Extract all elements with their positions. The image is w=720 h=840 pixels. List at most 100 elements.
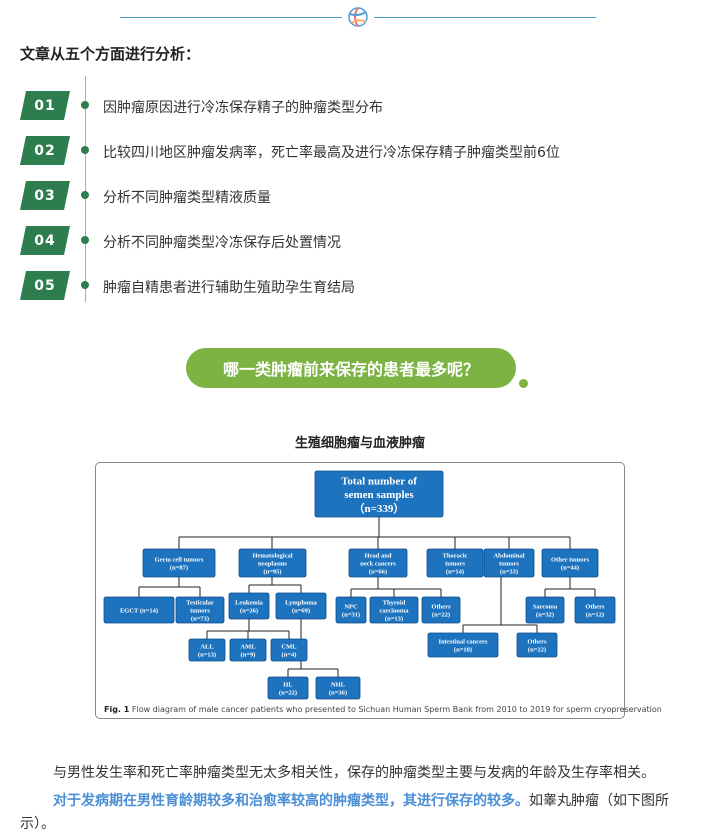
flow-node-label: Sarcoma [533,603,558,610]
flow-node-label: Hematological [252,552,292,559]
flow-node-label: NPC [344,603,358,610]
flow-node-box [270,638,308,662]
flow-node-label: (n=73) [191,616,209,623]
flow-node-othertumors: Other tumors(n=44) [541,548,599,578]
flow-node-label: (n=13) [385,616,403,623]
flow-node-intestinal: Intestinal cancers (n=18) [427,632,499,658]
flow-node-label: tumors [190,607,210,614]
flow-node-label: HL [283,681,293,688]
flow-node-label: neoplasms [258,560,287,567]
flow-node-box [103,596,175,624]
flow-node-box [541,548,599,578]
figure-caption-text: Flow diagram of male cancer patients who… [129,705,662,714]
timeline-dot [81,101,89,109]
flow-node-label: AML [240,643,256,650]
flow-node-label: (n=36) [329,690,347,697]
flow-node-nhl: NHL (n=36) [315,676,361,700]
flow-node-label: (n=69) [292,608,310,615]
flow-node-box [574,596,616,624]
flow-node-label: (n=18) [454,647,472,654]
flow-node-label: NHL [331,681,346,688]
flow-node-label: neck cancers [360,560,396,567]
analysis-item-text: 分析不同肿瘤类型冷冻保存后处置情况 [103,235,341,251]
flow-node-box [335,596,367,624]
flow-node-label: (n=33) [500,569,518,576]
flow-node-box [229,638,267,662]
flow-node-box [314,470,444,518]
section-heading: 文章从五个方面进行分析： [20,45,201,63]
timeline-dot [81,236,89,244]
flow-node-label: carcinoma [379,607,409,614]
flow-node-box [175,596,225,624]
flow-node-label: (n=22) [528,647,546,654]
flow-node-box [267,676,309,700]
flow-node-label: (n=14) [446,569,464,576]
flow-node-label: Thyroid [383,599,406,606]
flow-node-box [238,548,307,578]
flow-node-egct: EGCT (n=14) [103,596,175,624]
flow-node-box [516,632,558,658]
flow-node-hl: HL (n=22) [267,676,309,700]
item-number-badge: 04 [20,226,70,255]
flow-node-aml: AML (n=9) [229,638,267,662]
flow-node-sarcoma: Sarcoma (n=32) [525,596,565,624]
flow-node-label: Others [431,603,451,610]
section-banner: 哪一类肿瘤前来保存的患者最多呢？ [186,348,516,388]
flow-node-label: (n=9) [241,652,256,659]
timeline-dot [81,146,89,154]
flow-node-box [275,592,327,620]
flow-node-all: ALL (n=13) [188,638,226,662]
figure-title: 生殖细胞瘤与血液肿瘤 [294,436,425,451]
flow-node-box [188,638,226,662]
flow-node-label: Head and [365,552,392,559]
analysis-item-text: 因肿瘤原因进行冷冻保存精子的肿瘤类型分布 [103,100,383,116]
flow-node-label: Intestinal cancers [439,638,488,645]
timeline-line [85,76,86,302]
analysis-item-text: 肿瘤自精患者进行辅助生殖助孕生育结局 [103,280,355,296]
flow-node-label: (n=32) [536,612,554,619]
flow-node-label: (n=22) [432,612,450,619]
flow-node-label: (n=31) [342,612,360,619]
flow-node-label: (n=13) [198,652,216,659]
volleyball-icon [348,7,368,27]
top-divider-right [374,17,596,18]
item-number-badge: 02 [20,136,70,165]
flow-node-label: Germ cell tumors [155,556,204,563]
flow-node-label: Other tumors [551,556,589,563]
flow-node-box [228,592,270,620]
analysis-item-text: 分析不同肿瘤类型精液质量 [103,190,271,206]
flow-node-label: (n=4) [282,652,297,659]
flow-node-label: (n=22) [279,690,297,697]
item-number-badge: 03 [20,181,70,210]
flow-node-label: tumors [499,560,519,567]
flow-node-box [348,548,408,578]
flow-node-label: Total number of [341,475,417,487]
flow-node-others-hn: Others (n=22) [421,596,461,624]
banner-dot [519,379,528,388]
flow-node-gct: Germ cell tumors(n=87) [142,548,216,578]
flow-node-box [427,632,499,658]
flow-node-label: ALL [200,643,214,650]
flow-node-leukemia: Leukemia(n=26) [228,592,270,620]
flow-node-box [483,548,535,578]
paragraph-2-rest: 如睾丸肿瘤（如下图所 [529,793,669,809]
paragraph-2-line-2: 示）。 [20,816,55,832]
flow-node-label: (n=12) [586,612,604,619]
flow-node-box [421,596,461,624]
paragraph-1: 与男性发生率和死亡率肿瘤类型无太多相关性，保存的肿瘤类型主要与发病的年龄及生存率… [53,765,655,781]
flow-node-cml: CML(n=4) [270,638,308,662]
flow-node-lymphoma: Lymphoma(n=69) [275,592,327,620]
flow-node-label: tumors [445,560,465,567]
flow-node-label: Testicular [186,599,214,606]
flow-node-label: Thoracic [443,552,468,559]
flow-node-label: semen samples [344,489,414,501]
flow-node-box [142,548,216,578]
flow-node-label: (n=66) [369,569,387,576]
